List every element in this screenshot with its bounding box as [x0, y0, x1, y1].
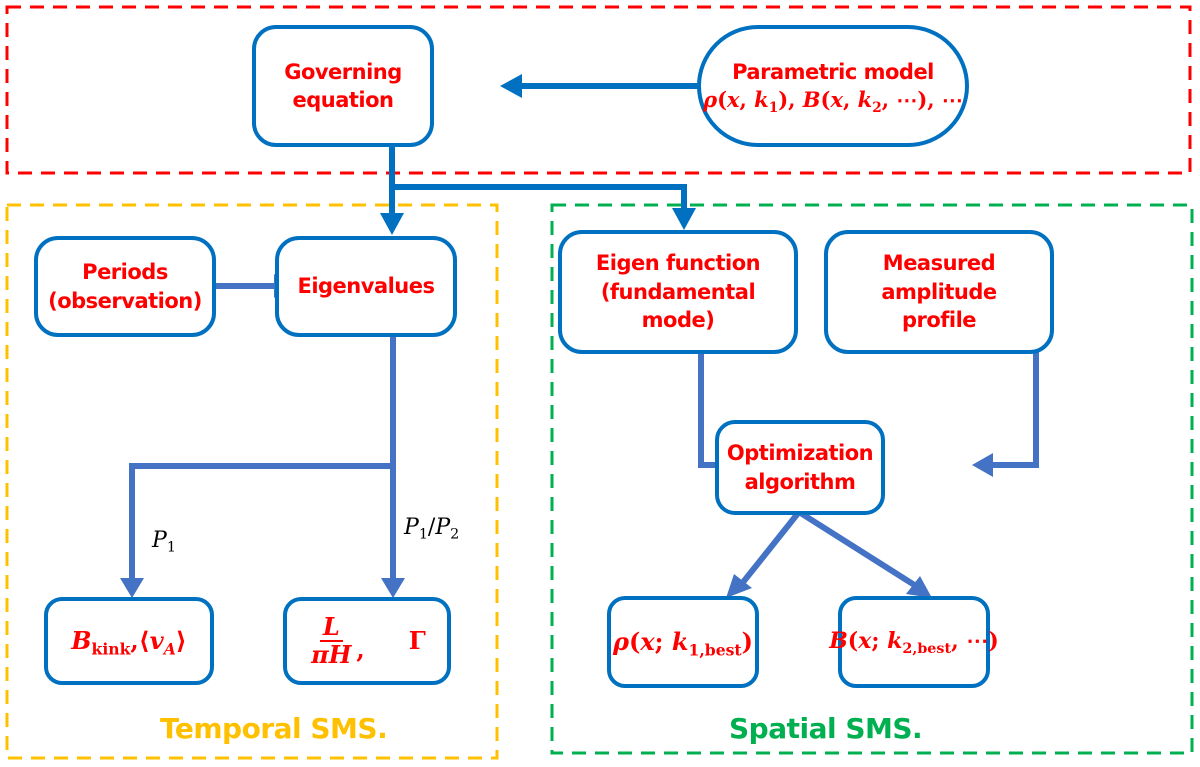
node-periods-line2: (observation) — [48, 288, 202, 313]
arrow-optimization-to-b — [797, 509, 918, 589]
group-temporal-title: Temporal SMS. — [160, 712, 388, 745]
node-parametric-model[interactable]: Parametric model ρ(x, k1), B(x, k2, ⋯), … — [697, 25, 969, 147]
node-parametric-title: Parametric model — [732, 59, 934, 84]
node-eigenvalues[interactable]: Eigenvalues — [275, 236, 457, 337]
node-b-best-formula: B(x; k2,best, ⋯) — [829, 628, 999, 658]
node-governing-line1: Governing — [284, 59, 402, 84]
node-periods-line1: Periods — [82, 260, 168, 285]
arrowhead — [906, 576, 932, 598]
arrowhead — [381, 578, 405, 598]
arrowhead — [672, 208, 696, 230]
node-optimization-line2: algorithm — [744, 469, 856, 494]
node-parametric-formula: ρ(x, k1), B(x, k2, ⋯), ⋯ — [703, 87, 963, 116]
node-rho-best[interactable]: ρ(x; k1,best) — [607, 596, 759, 688]
group-temporal-frame — [5, 203, 499, 760]
node-l-pih-gamma[interactable]: L πH ,Γ — [283, 597, 451, 685]
node-eigenfunction-line2: (fundamental mode) — [600, 279, 756, 333]
node-measured-line2: profile — [901, 308, 977, 333]
node-eigen-function[interactable]: Eigen function (fundamental mode) — [558, 230, 798, 354]
arrowhead — [726, 574, 752, 598]
group-top-frame — [5, 5, 1192, 175]
edge-label-p1-over-p2: P1/P2 — [404, 515, 460, 543]
arrowhead — [972, 453, 993, 477]
arrow-eigenvalues-to-bkink — [129, 463, 393, 582]
fraction-l-over-pih: L πH — [311, 611, 352, 669]
edge-label-p1: P1 — [152, 528, 176, 556]
node-eigenfunction-line1: Eigen function — [595, 251, 761, 276]
node-rho-best-formula: ρ(x; k1,best) — [613, 626, 753, 660]
node-optimization-algorithm[interactable]: Optimization algorithm — [715, 420, 885, 515]
arrowhead — [120, 578, 144, 598]
arrow-governing-to-eigenfunction — [392, 184, 687, 210]
node-bkink-formula: Bkink,⟨vA⟩ — [71, 625, 187, 659]
arrow-optimization-to-rho — [737, 510, 802, 588]
group-spatial-frame — [550, 203, 1194, 755]
arrowhead — [380, 213, 404, 235]
node-measured-line1: Measured amplitude — [881, 251, 997, 304]
node-bkink-va[interactable]: Bkink,⟨vA⟩ — [44, 597, 214, 685]
arrow-measured-to-optimization — [990, 352, 1039, 468]
node-b-best[interactable]: B(x; k2,best, ⋯) — [829, 596, 999, 688]
node-optimization-line1: Optimization — [726, 441, 874, 466]
node-eigenvalues-label: Eigenvalues — [297, 274, 435, 299]
group-spatial-title: Spatial SMS. — [729, 712, 923, 745]
node-periods-observation[interactable]: Periods (observation) — [34, 236, 216, 337]
node-governing-equation[interactable]: Governing equation — [252, 25, 434, 147]
node-lpih-formula: L πH ,Γ — [308, 611, 426, 669]
node-governing-line2: equation — [292, 88, 394, 112]
node-measured-amplitude-profile[interactable]: Measured amplitude profile — [824, 230, 1054, 354]
arrowhead — [500, 74, 522, 98]
